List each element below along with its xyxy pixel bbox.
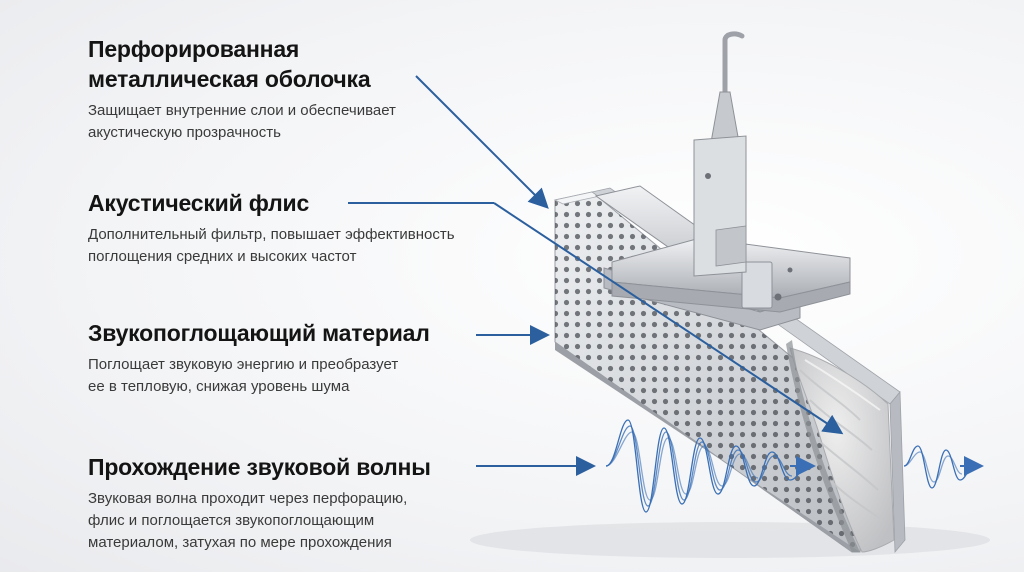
acoustic-fleece-description: Дополнительный фильтр, повышает эффектив… xyxy=(88,226,455,265)
label-perforated-shell: Перфорированная металлическая оболочка З… xyxy=(88,34,396,144)
callout-arrows xyxy=(348,75,844,476)
sound-absorbing-description: Поглощает звуковую энергию и преобразует… xyxy=(88,356,399,395)
panel-shadow xyxy=(470,522,990,558)
label-acoustic-fleece: Акустический флис Дополнительный фильтр,… xyxy=(88,188,455,268)
acoustic-fleece-title: Акустический флис xyxy=(88,190,310,216)
arrow-perforated-shell xyxy=(415,75,549,209)
perforated-shell-description: Защищает внутренние слои и обеспечивает … xyxy=(88,102,396,141)
sound-wave xyxy=(605,419,984,513)
perforated-shell-title: Перфорированная металлическая оболочка xyxy=(88,36,371,92)
acoustic-fleece xyxy=(786,340,860,552)
sound-wave-description: Звуковая волна проходит через перфорацию… xyxy=(88,490,408,551)
sound-absorbing-title: Звукопоглощающий материал xyxy=(88,320,430,346)
arrow-acoustic-fleece-diagonal xyxy=(493,202,844,435)
label-sound-wave: Прохождение звуковой волны Звуковая волн… xyxy=(88,452,431,554)
suspension-hanger xyxy=(693,31,747,277)
label-sound-absorbing-material: Звукопоглощающий материал Поглощает звук… xyxy=(88,318,430,398)
sound-wave-title: Прохождение звуковой волны xyxy=(88,454,431,480)
